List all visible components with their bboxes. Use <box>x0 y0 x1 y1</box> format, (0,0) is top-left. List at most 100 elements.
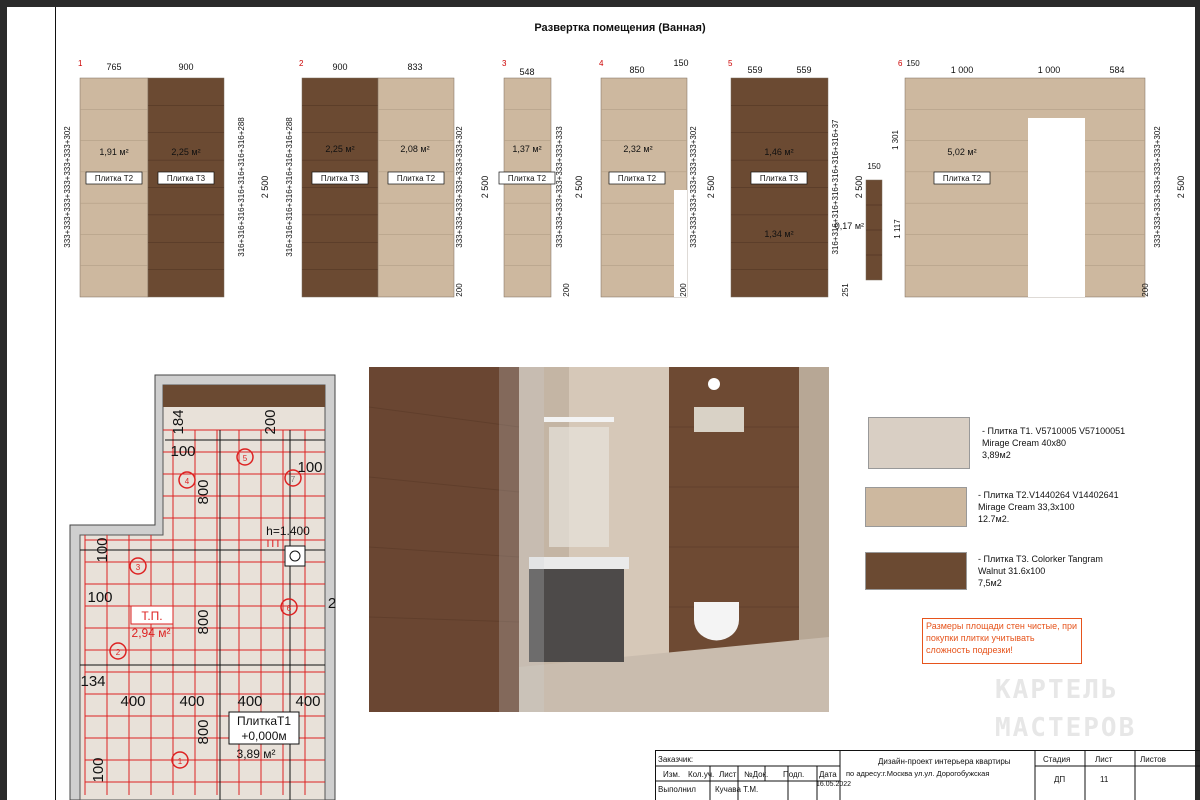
legend-swatch-t3 <box>865 552 967 590</box>
plan-tile-box <box>228 711 300 745</box>
right-bar <box>1195 0 1200 800</box>
elev3-right-dims: 333+333+333+333+333+333+333 <box>555 126 564 248</box>
tb-date: 16.05.2022 <box>816 781 852 788</box>
elev2-tile-b <box>377 77 455 298</box>
elev3-area: 1,37 м² <box>512 144 541 154</box>
plan-marker-1-icon <box>171 751 189 769</box>
tile-warning-note: Размеры площади стен чистые, при покупки… <box>922 618 1082 664</box>
plan-dim-100-a: 100 <box>170 443 195 460</box>
plan-marker-1-label: 1 <box>178 757 183 766</box>
plan-label-level: +0,000м <box>241 729 286 743</box>
plan-label-tile: ПлиткаТ1 <box>237 714 291 728</box>
elev6-left-dims: 1 301 <box>891 129 900 150</box>
elev3-tile <box>503 77 552 298</box>
elev5-tile-label-box <box>750 171 808 185</box>
elev1-dim-b: 900 <box>178 62 193 72</box>
elev4-height: 2 500 <box>706 176 716 199</box>
tb-col-date: Дата <box>819 770 837 779</box>
elev1-height: 2 500 <box>260 176 270 199</box>
elev5-tile-label: Плитка Т3 <box>760 174 799 183</box>
elev2-tile-label-b-box <box>387 171 445 185</box>
svg-text:4: 4 <box>599 59 604 68</box>
elev3-extra: 200 <box>562 283 571 297</box>
plan-dim-100-c: 100 <box>94 537 111 562</box>
elev1-area-a: 1,91 м² <box>99 147 128 157</box>
plan-marker-4-label: 4 <box>185 477 190 486</box>
title-block <box>655 750 1200 800</box>
elev5-column-height: 1 117 <box>893 219 902 239</box>
svg-text:5: 5 <box>728 59 733 68</box>
elev5-dim-a: 559 <box>747 65 762 75</box>
elev6-dim-c: 1 000 <box>1038 65 1061 75</box>
plan-dim-400-d: 400 <box>295 693 320 710</box>
elev6-dim-a: 150 <box>906 59 920 68</box>
plan-area-tp: 2,94 м² <box>132 626 171 640</box>
plan-area-main: 3,89 м² <box>237 747 276 761</box>
elev4-dim-b: 150 <box>673 58 688 68</box>
elev5-area-a: 1,46 м² <box>764 147 793 157</box>
plan-marker-4-icon <box>178 471 196 489</box>
elev1-right-dims: 316+316+316+316+316+316+316+288 <box>237 117 246 257</box>
elev3-dim: 548 <box>519 67 534 77</box>
elev3-tile-label: Плитка Т2 <box>508 174 547 183</box>
plan-dim-800-a: 800 <box>195 479 212 504</box>
elev2-tile-label-b: Плитка Т2 <box>397 174 436 183</box>
elev5-dim-b: 559 <box>796 65 811 75</box>
elev1-tile-a <box>79 77 149 298</box>
plan-label-tp2: ТП <box>265 538 280 550</box>
tb-col-doc: №Док. <box>744 770 769 779</box>
watermark-line-2: МАСТЕРОВ <box>995 713 1137 743</box>
elev4-right-dims: 333+333+333+333+333+333+302 <box>689 126 698 248</box>
tb-col-kol: Кол.уч. <box>688 770 715 779</box>
elev4-dim-a: 850 <box>629 65 644 75</box>
plan-marker-7-label: 7 <box>291 475 296 484</box>
plan-marker-6-label: 6 <box>287 604 292 613</box>
elev2-right-dims: 333+333+333+333+333+333+302 <box>455 126 464 248</box>
bathroom-render <box>369 367 829 712</box>
elev2-area-a: 2,25 м² <box>325 144 354 154</box>
tb-sheets-label: Листов <box>1140 755 1166 764</box>
elev6-right-dims: 333+333+333+333+333+333+302 <box>1153 126 1162 248</box>
plan-marker-5-icon <box>236 448 254 466</box>
elev5-column-width: 150 <box>867 162 881 171</box>
elev5-area-b: 1,34 м² <box>764 229 793 239</box>
left-bar <box>0 0 7 800</box>
plan-marker-2-icon <box>109 642 127 660</box>
plan-dim-400-a: 400 <box>120 693 145 710</box>
plan-dim-134: 134 <box>80 673 105 690</box>
elev1-tile-label-b-box <box>157 171 215 185</box>
elev1-tile-label-b: Плитка Т3 <box>167 174 206 183</box>
plan-marker-6-icon <box>280 598 298 616</box>
tb-col-podp: Подп. <box>783 770 805 779</box>
elev5-right-dims: 316+316+316+316+316+316+316+37 <box>831 119 840 255</box>
elev4-tile-label: Плитка Т2 <box>618 174 657 183</box>
svg-text:3: 3 <box>502 59 507 68</box>
elev4-extra: 200 <box>679 283 688 297</box>
elev2-dim-b: 833 <box>407 62 422 72</box>
top-bar <box>0 0 1200 7</box>
tb-stage: ДП <box>1054 775 1066 784</box>
plan-dim-100-b: 100 <box>297 459 322 476</box>
plan-dim-100-d: 100 <box>87 589 112 606</box>
elev1-area-b: 2,25 м² <box>171 147 200 157</box>
plan-brown-strip <box>163 385 325 407</box>
elev2-left-dims: 316+316+316+316+316+316+316+288 <box>285 117 294 257</box>
elev5-column-area: 0,17 м² <box>835 221 864 231</box>
plan-dim-200: 200 <box>262 409 279 434</box>
plan-marker-2-label: 2 <box>116 648 121 657</box>
floor-drain-inner-icon <box>289 550 301 562</box>
plan-dim-400-b: 400 <box>179 693 204 710</box>
tb-performed: Выполнил <box>658 785 696 794</box>
tb-stage-label: Стадия <box>1043 755 1071 764</box>
plan-dim-2: 2 <box>328 595 336 612</box>
plan-dim-100-e: 100 <box>90 757 107 782</box>
elev2-height: 2 500 <box>480 176 490 199</box>
svg-text:2: 2 <box>299 59 304 68</box>
elev5-extra: 251 <box>841 283 850 297</box>
elev6-area: 5,02 м² <box>947 147 976 157</box>
tb-customer: Заказчик: <box>658 755 694 764</box>
